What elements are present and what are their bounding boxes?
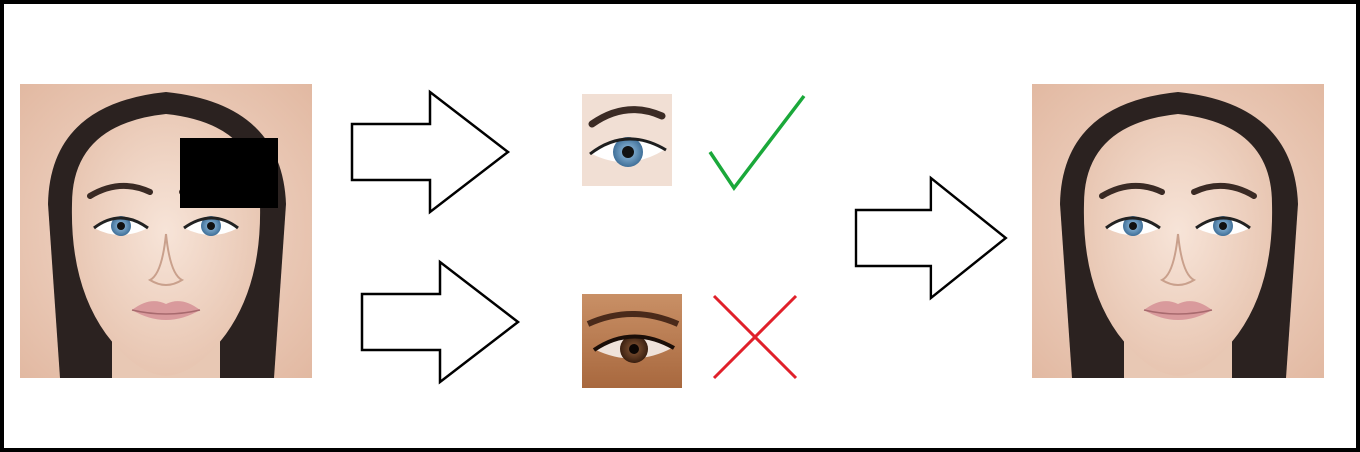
diagram-canvas [4, 4, 1356, 388]
check-mark-icon [708, 94, 806, 192]
candidate-eye-brown [582, 294, 682, 388]
cross-mark-icon [712, 294, 798, 380]
occlusion-box [180, 138, 278, 208]
arrow-to-candidate-2 [360, 260, 520, 384]
arrow-to-candidate-1 [350, 90, 510, 214]
output-face-image [1032, 84, 1324, 378]
input-face-image [20, 84, 312, 378]
arrow-to-output [854, 176, 1008, 300]
candidate-eye-blue [582, 94, 672, 186]
